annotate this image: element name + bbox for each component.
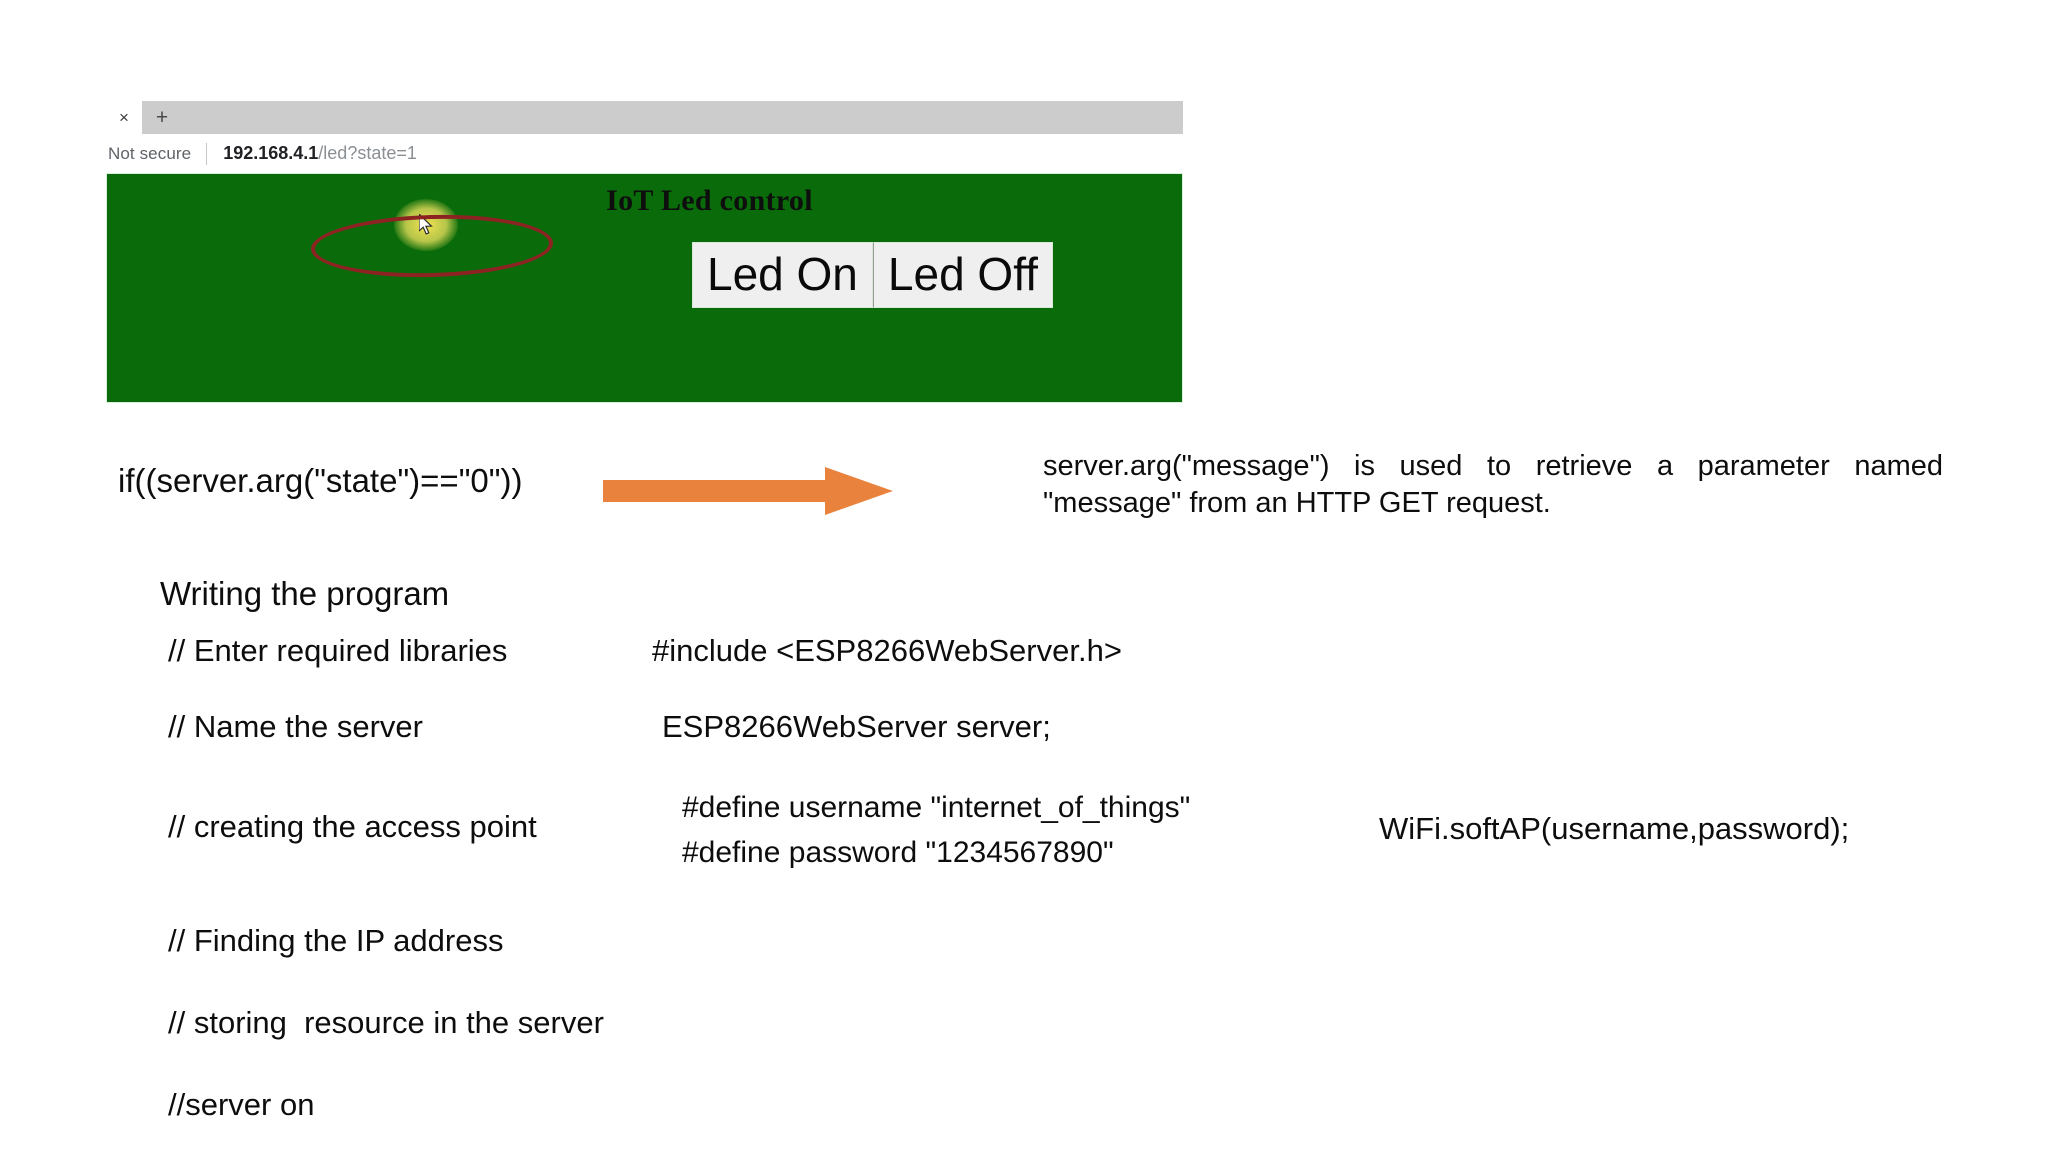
led-button-group: Led On Led Off — [692, 242, 1053, 308]
address-bar[interactable]: Not secure 192.168.4.1/led?state=1 — [106, 134, 1183, 173]
plus-icon: + — [155, 106, 169, 129]
code-comment: // creating the access point — [168, 809, 537, 844]
code-statement-define-username: #define username "internet_of_things" — [682, 791, 1191, 824]
url-host: 192.168.4.1 — [223, 143, 319, 163]
security-status-label: Not secure — [108, 143, 192, 163]
new-tab-button[interactable]: + — [142, 101, 182, 134]
code-comment: // Enter required libraries — [168, 633, 508, 668]
right-arrow-icon — [603, 467, 893, 515]
browser-tab-strip: × + — [106, 101, 1183, 134]
browser-tab[interactable]: × — [106, 101, 142, 134]
led-on-button[interactable]: Led On — [692, 242, 873, 308]
program-heading: Writing the program — [160, 575, 450, 612]
server-arg-note: server.arg("message") is used to retriev… — [1043, 450, 1943, 520]
code-comment: // storing resource in the server — [168, 1005, 604, 1040]
page-title: IoT Led control — [606, 184, 813, 217]
web-page-viewport: IoT Led control Led On Led Off — [106, 173, 1183, 403]
led-off-button[interactable]: Led Off — [872, 242, 1053, 308]
code-comment: //server on — [168, 1087, 315, 1122]
code-comment: // Finding the IP address — [168, 923, 504, 958]
browser-screenshot: × + Not secure 192.168.4.1/led?state=1 I… — [106, 101, 1183, 403]
url-path: /led?state=1 — [318, 143, 417, 163]
code-statement-define-password: #define password "1234567890" — [682, 836, 1114, 869]
code-statement: #include <ESP8266WebServer.h> — [652, 633, 1122, 668]
code-statement-softap: WiFi.softAP(username,password); — [1379, 811, 1850, 846]
close-icon[interactable]: × — [119, 108, 129, 127]
omnibar-divider — [206, 142, 208, 165]
code-statement: ESP8266WebServer server; — [662, 709, 1051, 744]
url-text[interactable]: 192.168.4.1/led?state=1 — [223, 143, 417, 164]
condition-code-text: if((server.arg("state")=="0")) — [118, 462, 523, 499]
code-comment: // Name the server — [168, 709, 423, 744]
explanation-row: if((server.arg("state")=="0")) server.ar… — [0, 440, 2048, 550]
